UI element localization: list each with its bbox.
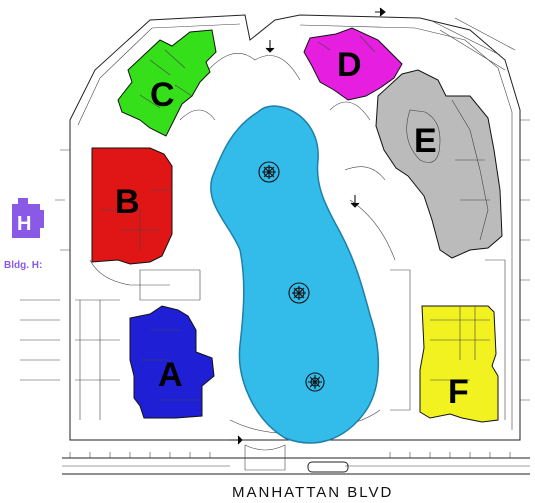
building-h-caption: Bldg. H: [4, 260, 42, 271]
street-name: MANHATTAN BLVD [232, 484, 393, 501]
building-b-label: B [115, 183, 140, 221]
building-c[interactable]: C [117, 29, 217, 137]
parking-lines [20, 17, 530, 401]
direction-arrow-icon [230, 7, 386, 445]
road [62, 444, 530, 475]
building-c-label: C [150, 76, 175, 114]
lake [210, 105, 380, 444]
building-d-label: D [337, 46, 362, 84]
building-e-label: E [414, 122, 437, 160]
building-a-label: A [158, 356, 183, 394]
building-e[interactable]: E [375, 69, 503, 259]
building-d[interactable]: D [303, 27, 403, 101]
building-b[interactable]: B [91, 147, 173, 265]
building-f[interactable]: F [419, 305, 499, 423]
fountain-icon [288, 282, 310, 304]
building-a[interactable]: A [129, 305, 215, 419]
building-h-label: H [17, 213, 31, 235]
fountain-icon [258, 161, 280, 183]
fountain-icon [305, 372, 325, 392]
building-f-label: F [448, 373, 469, 411]
building-h[interactable]: H [12, 198, 44, 238]
